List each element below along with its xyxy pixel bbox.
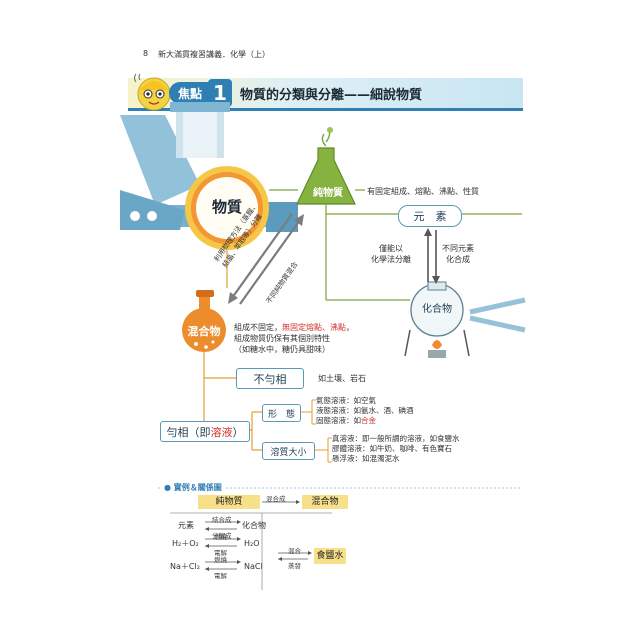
eq2-left: Na＋Cl₂ xyxy=(170,562,200,571)
homogeneous-prefix: 勻相（即 xyxy=(166,425,211,439)
mixture-note-line3: （如糖水中，糖仍具甜味） xyxy=(234,345,330,354)
size-item-suspension: 懸浮液：如混濁泥水 xyxy=(332,454,400,463)
book-title: 新大滿貫複習講義．化學（上） xyxy=(158,50,270,59)
element-label: 元 素 xyxy=(398,205,462,227)
state-item-solid: 固態溶液：如合金 xyxy=(316,416,414,426)
matter-label: 物質 xyxy=(211,198,242,216)
homogeneous-box: 勻相（即溶液） xyxy=(160,421,250,442)
eq2-burn: 燃燒 xyxy=(214,556,227,564)
page-number: 8 xyxy=(143,49,149,58)
pure-note: 有固定組成、熔點、沸點、性質 xyxy=(367,187,479,196)
mixture-note-line2: 組成物質仍保有其個別特性 xyxy=(234,334,330,343)
size-item-colloid: 膠體溶液：如牛奶、咖啡、有色寶石 xyxy=(332,444,452,453)
state-item-gas: 氣態溶液：如空氣 xyxy=(316,396,376,405)
microscope-arm xyxy=(120,115,200,205)
mixture-note-comma: ， xyxy=(346,323,354,332)
mixture-note-part1: 組成不固定， xyxy=(234,323,282,332)
mascot-icon xyxy=(134,73,171,111)
examples-mix: 混合 xyxy=(288,547,301,555)
mixture-note: 組成不固定，無固定熔點、沸點， 組成物質仍保有其個別特性 （如糖水中，糖仍具甜味… xyxy=(234,322,354,355)
eq2-right: NaCl xyxy=(244,562,263,571)
focus-badge-label: 焦點 xyxy=(169,82,211,104)
state-box: 形 態 xyxy=(262,404,301,422)
examples-compound: 化合物 xyxy=(242,521,266,530)
header-underline xyxy=(128,108,523,111)
homogeneous-key: 溶液 xyxy=(210,425,233,439)
eq1-right: H₂O xyxy=(244,539,260,548)
examples-decompose: 分解成 xyxy=(212,532,232,540)
state-list: 氣態溶液：如空氣 液態溶液：如氨水、酒、碘酒 固態溶液：如合金 xyxy=(316,396,414,426)
examples-title: ● 實例＆關係圖 xyxy=(160,482,226,493)
examples-combine: 結合成 xyxy=(212,516,232,524)
eq2-electrolysis: 電解 xyxy=(214,572,227,580)
examples-mix-label: 混合成 xyxy=(266,495,286,503)
examples-salt-water: 食鹽水 xyxy=(314,548,346,564)
size-item-true-solution: 真溶液：即一般所謂的溶液，如食鹽水 xyxy=(332,434,460,443)
chem-separate-note: 僅能以 化學法分離 xyxy=(371,244,411,264)
state-solid-prefix: 固態溶液：如 xyxy=(316,416,361,425)
compound-label: 化合物 xyxy=(422,304,452,315)
state-item-liquid: 液態溶液：如氨水、酒、碘酒 xyxy=(316,406,414,415)
state-solid-key: 合金 xyxy=(361,416,376,425)
pure-flask-icon xyxy=(296,147,356,205)
examples-bullet-icon: ● xyxy=(164,483,171,492)
section-title: 物質的分類與分離——細說物質 xyxy=(240,88,423,103)
elements-combine-note: 不同元素 化合成 xyxy=(442,244,474,264)
examples-title-text: 實例＆關係圖 xyxy=(173,483,222,492)
solute-size-box: 溶質大小 xyxy=(262,442,315,460)
solute-size-list: 真溶液：即一般所謂的溶液，如食鹽水 膠體溶液：如牛奶、咖啡、有色寶石 懸浮液：如… xyxy=(332,434,460,464)
heterogeneous-box: 不勻相 xyxy=(236,368,304,389)
matter-circle-inner xyxy=(196,177,258,239)
mixture-note-key: 無固定熔點、沸點 xyxy=(282,323,346,332)
examples-evaporate: 蒸發 xyxy=(288,562,301,570)
examples-mixed: 混合物 xyxy=(302,495,348,509)
homogeneous-suffix: ） xyxy=(232,425,244,439)
eq1-electrolysis: 電解 xyxy=(214,549,227,557)
eq1-burn: 燃燒 xyxy=(214,533,227,541)
eq1-left: H₂＋O₂ xyxy=(172,539,199,548)
mixture-label: 混合物 xyxy=(187,325,221,338)
burner-flame-icon xyxy=(432,340,442,349)
examples-pure: 純物質 xyxy=(198,495,260,509)
heterogeneous-note: 如土壤、岩石 xyxy=(318,374,366,383)
examples-element: 元素 xyxy=(178,521,194,530)
pure-label: 純物質 xyxy=(313,188,343,199)
